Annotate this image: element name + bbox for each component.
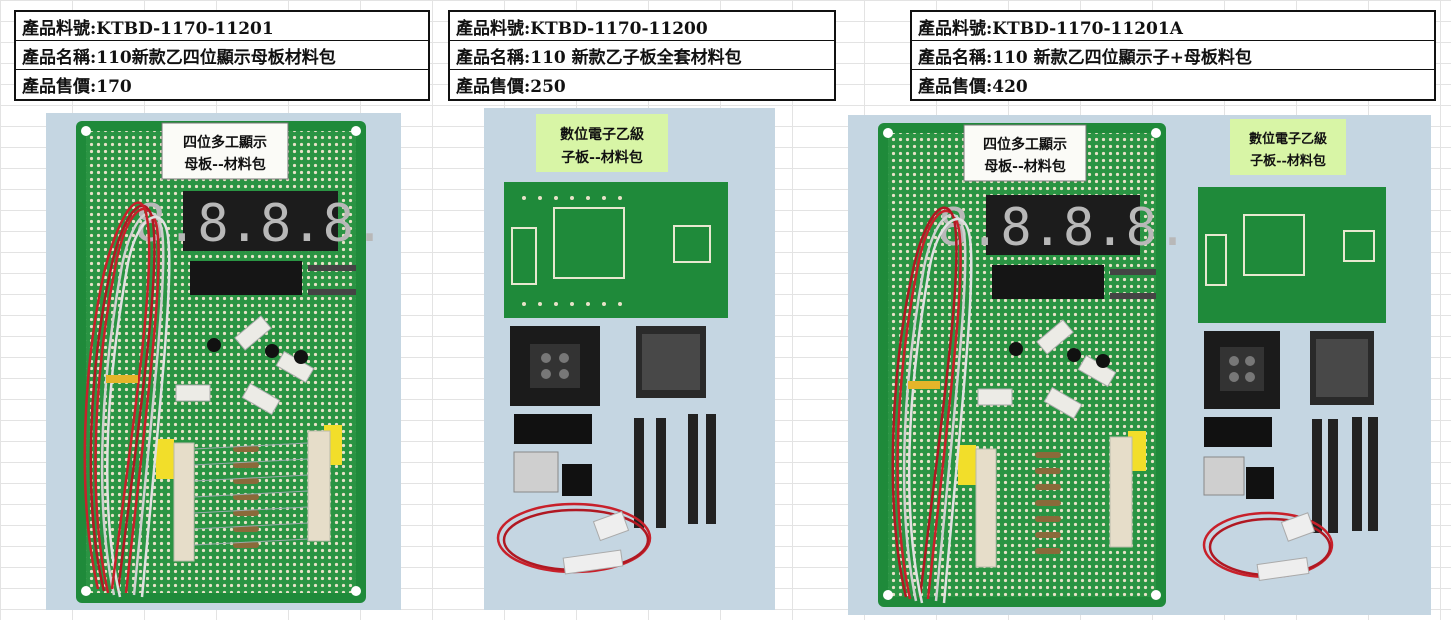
product-3-name: 產品名稱:110 新款乙四位顯示子+母板料包 [912, 41, 1434, 70]
svg-text:8.8.8.8.: 8.8.8.8. [135, 194, 385, 254]
product-2-info-table: 產品料號:KTBD-1170-11200 產品名稱:110 新款乙子板全套材料包… [448, 10, 836, 101]
daughterboard-pcb [1198, 187, 1386, 323]
product-1-info-table: 產品料號:KTBD-1170-11201 產品名稱:110新款乙四位顯示母板材料… [14, 10, 430, 101]
seven-segment-display: 8.8.8.8. [938, 195, 1188, 258]
photo-label-card: 數位電子乙級 子板--材料包 [1230, 119, 1346, 175]
photo-label-line-2: 母板--材料包 [184, 156, 266, 173]
photo-label-card: 四位多工顯示 母板--材料包 [963, 124, 1087, 182]
product-1-name: 產品名稱:110新款乙四位顯示母板材料包 [16, 41, 428, 70]
photo-label-card: 四位多工顯示 母板--材料包 [161, 122, 289, 180]
photo-label-line-2: 子板--材料包 [1250, 153, 1326, 169]
product-3-photo: 四位多工顯示 母板--材料包 8.8.8.8. [848, 115, 1431, 615]
photo-label-line-2: 母板--材料包 [984, 158, 1066, 175]
photo-label-line-1: 四位多工顯示 [983, 136, 1067, 153]
svg-text:8.8.8.8.: 8.8.8.8. [938, 198, 1188, 258]
product-1-part-number: 產品料號:KTBD-1170-11201 [16, 12, 428, 41]
product-3-part-number: 產品料號:KTBD-1170-11201A [912, 12, 1434, 41]
photo-label-line-2: 子板--材料包 [561, 149, 643, 166]
product-3-info-table: 產品料號:KTBD-1170-11201A 產品名稱:110 新款乙四位顯示子+… [910, 10, 1436, 101]
photo-label-card: 數位電子乙級 子板--材料包 [536, 114, 668, 172]
crystal-oscillator [513, 451, 559, 493]
seven-segment-display: 8.8.8.8. [135, 191, 385, 254]
product-2-price: 產品售價:250 [456, 77, 566, 97]
daughterboard-pcb [504, 182, 728, 318]
box-header [514, 414, 592, 444]
product-2-part-number: 產品料號:KTBD-1170-11200 [450, 12, 834, 41]
product-3-price: 產品售價:420 [918, 77, 1028, 97]
product-2-name: 產品名稱:110 新款乙子板全套材料包 [450, 41, 834, 70]
product-1-price: 產品售價:170 [22, 77, 132, 97]
ic-socket-header [190, 261, 302, 295]
photo-label-line-1: 數位電子乙級 [560, 126, 644, 143]
product-1-photo: 四位多工顯示 母板--材料包 8.8.8.8. [46, 113, 401, 610]
photo-label-line-1: 數位電子乙級 [1249, 131, 1327, 147]
product-2-photo: 數位電子乙級 子板--材料包 [484, 108, 775, 610]
photo-label-line-1: 四位多工顯示 [183, 134, 267, 151]
